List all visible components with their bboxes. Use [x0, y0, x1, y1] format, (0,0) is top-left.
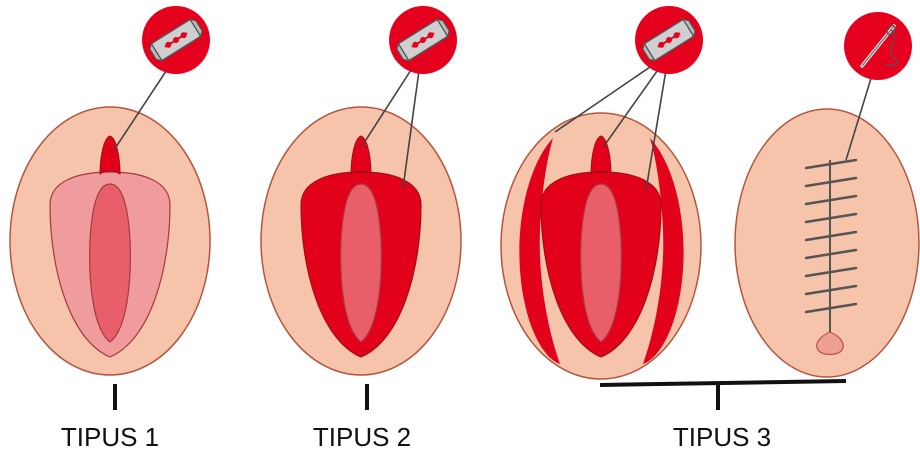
razor-blade-icon — [389, 6, 457, 74]
type2-illustration: TIPUS 2 — [261, 6, 461, 451]
type3-cut-illustration — [501, 6, 703, 379]
type2-label: TIPUS 2 — [313, 422, 411, 451]
needle-thread-icon — [844, 12, 912, 80]
type3-label: TIPUS 3 — [673, 422, 771, 451]
type3-bracket-bar — [600, 381, 846, 385]
type3-bracket: TIPUS 3 — [600, 381, 846, 451]
razor-blade-icon — [635, 6, 703, 74]
type1-illustration: TIPUS 1 — [10, 6, 210, 451]
razor-blade-icon — [142, 6, 210, 74]
type3-sutured-illustration — [735, 12, 919, 377]
type1-label: TIPUS 1 — [61, 422, 159, 451]
